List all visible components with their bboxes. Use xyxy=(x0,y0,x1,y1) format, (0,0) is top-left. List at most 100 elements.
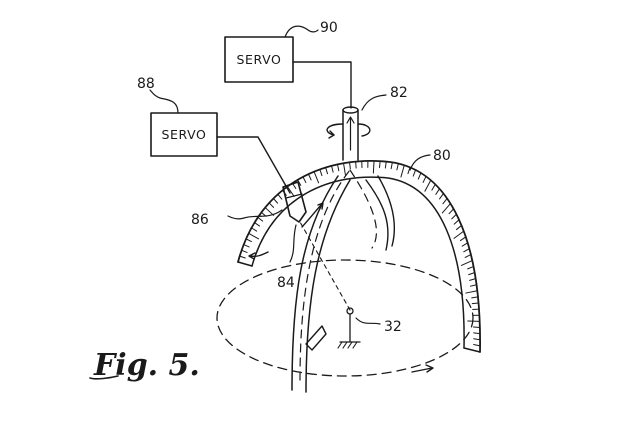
arc-motion-arrow-lower xyxy=(248,251,269,260)
arc-tick xyxy=(286,186,295,197)
shaft-body xyxy=(342,109,359,161)
servo-88-wire xyxy=(216,136,291,194)
arc-tick xyxy=(471,302,479,305)
center-node xyxy=(346,307,354,315)
arc-tick xyxy=(268,202,275,208)
arc-tick xyxy=(400,164,405,178)
servo-90-wire xyxy=(292,61,352,109)
vertical-shaft: 82 xyxy=(326,85,408,161)
arc-tick xyxy=(343,162,346,176)
arc-tick xyxy=(277,193,283,200)
arc-tick xyxy=(424,179,432,192)
shaft-rotation-arrowhead xyxy=(328,130,335,139)
arc-motion-arrows: 84 xyxy=(248,202,324,291)
meridian-dashed-left xyxy=(299,169,351,381)
arc-tick xyxy=(453,219,460,225)
arc-graduation-ticks xyxy=(239,160,481,347)
servo-88-box xyxy=(150,112,218,157)
arc-tick xyxy=(325,167,329,175)
arc-tick xyxy=(336,163,340,172)
arc-tick xyxy=(442,197,448,205)
ref-84: 84 xyxy=(277,275,295,291)
meridian-back xyxy=(365,175,395,251)
meridian-dashed-right xyxy=(349,169,377,249)
ref-80: 80 xyxy=(433,148,451,164)
arc-tick xyxy=(448,208,455,215)
arc-tick xyxy=(473,332,481,335)
arc-tick xyxy=(435,188,440,195)
arc-tick xyxy=(471,296,479,299)
arc-tick xyxy=(331,165,334,173)
hemisphere-outline xyxy=(216,169,474,393)
arc-tick xyxy=(453,230,465,239)
arc-tick xyxy=(245,238,252,243)
arc-tick xyxy=(379,160,381,169)
arc-tick xyxy=(469,284,477,287)
servo-88-block: SERVO 88 xyxy=(137,76,218,157)
arc-tick xyxy=(313,171,320,184)
arc-tick xyxy=(465,290,478,294)
base-ellipse-dashed xyxy=(216,259,474,377)
arc-tick xyxy=(257,216,264,222)
arc-tick xyxy=(248,232,259,240)
arc-tick xyxy=(372,160,375,174)
center-point: 32 xyxy=(299,221,402,349)
arc-tick xyxy=(441,203,451,214)
arc-end-caps xyxy=(237,261,481,353)
ref-88: 88 xyxy=(137,76,155,92)
arc-tick xyxy=(417,172,422,180)
meridian-tool xyxy=(305,325,327,351)
arc-tick xyxy=(302,176,307,184)
arc-tick xyxy=(264,207,275,216)
carriage-detail xyxy=(285,193,303,199)
arc-tick xyxy=(384,161,387,169)
shaft-leader xyxy=(361,94,387,111)
arc-tick xyxy=(467,266,474,270)
arc-tick xyxy=(455,224,463,231)
arc-tick xyxy=(297,179,302,186)
arc-tick xyxy=(239,255,246,259)
servo-88-label: SERVO xyxy=(161,127,206,142)
ref-32: 32 xyxy=(384,319,402,335)
arc-leader xyxy=(409,154,431,171)
arc-tick xyxy=(439,193,444,200)
servo-88-leader xyxy=(149,89,179,114)
arc-tick xyxy=(460,260,473,266)
arc-tick xyxy=(272,198,279,204)
arc-tick xyxy=(319,168,323,177)
shaft-top xyxy=(342,106,359,114)
arc-tick xyxy=(250,227,258,232)
arc-tick xyxy=(461,242,469,247)
servo-90-box xyxy=(224,36,294,83)
arc-tick xyxy=(407,166,411,175)
tool-carriage: 86 xyxy=(191,181,307,228)
arc-tick xyxy=(459,236,467,242)
carriage-body xyxy=(282,181,307,223)
center-to-tool-line xyxy=(299,221,351,311)
arc-tick xyxy=(463,248,470,253)
servo-90-block: SERVO 90 xyxy=(224,20,338,83)
arc-tick xyxy=(307,173,312,181)
arc-tick xyxy=(390,161,393,170)
servo-90-leader xyxy=(284,25,319,38)
arc-tick xyxy=(349,161,351,170)
arc-tick xyxy=(473,338,481,341)
ref-82: 82 xyxy=(390,85,408,101)
center-leader xyxy=(355,317,381,325)
ground-hatch xyxy=(337,341,358,349)
base-rotation-arrow xyxy=(411,364,434,373)
arc-tick xyxy=(469,278,477,281)
shaft-rotation-arrow xyxy=(326,123,371,137)
arrow-leader xyxy=(289,224,297,263)
arc-tick xyxy=(243,244,250,248)
arc-tick xyxy=(412,169,417,177)
arc-inner-edge xyxy=(251,176,465,349)
arc-tick xyxy=(241,249,248,253)
ref-86: 86 xyxy=(191,212,209,228)
caption-flourish xyxy=(89,375,119,380)
arc-tick xyxy=(431,183,436,191)
ref-90: 90 xyxy=(320,20,338,36)
arc-tick xyxy=(422,175,427,183)
tool-leader xyxy=(227,209,283,220)
